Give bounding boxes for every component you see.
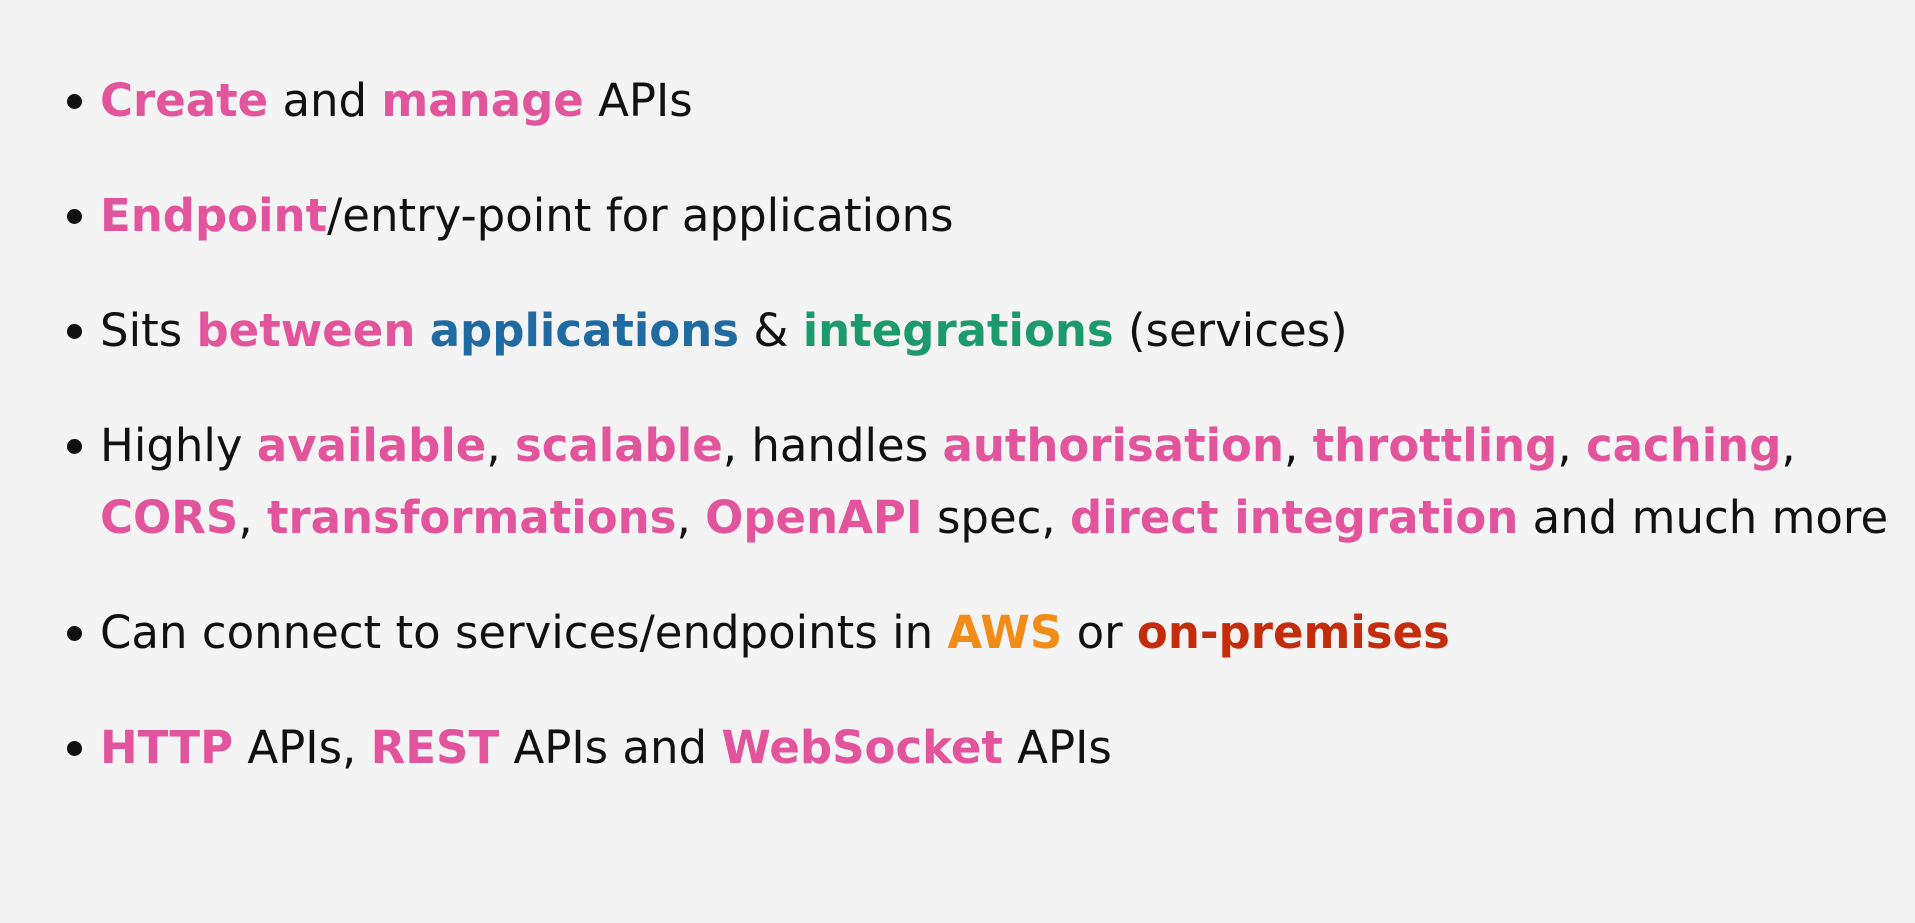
highlight-aws: AWS [947,606,1063,659]
bullet-text: spec, [922,491,1071,544]
bullet-text: and much more [1518,491,1889,544]
bullet-text: Highly [100,419,257,472]
highlight-endpoint: Endpoint [100,189,328,242]
highlight-create: Create [100,74,269,127]
highlight-websocket: WebSocket [721,721,1003,774]
bullet-connectivity: Can connect to services/endpoints in AWS… [64,597,1910,669]
bullet-text: , [486,419,515,472]
highlight-cors: CORS [100,491,239,544]
bullet-text: (services) [1113,304,1348,357]
bullet-text: & [739,304,803,357]
bullet-text: , handles [722,419,943,472]
bullet-text: APIs and [499,721,722,774]
bullet-text: , [238,491,267,544]
bullet-text [415,304,429,357]
highlight-transformations: transformations [266,491,677,544]
highlight-caching: caching [1585,419,1782,472]
highlight-applications: applications [429,304,740,357]
highlight-on-premises: on-premises [1136,606,1450,659]
bullet-text: APIs [583,74,693,127]
bullet-sits-between: Sits between applications & integrations… [64,295,1910,367]
bullet-text: , [1781,419,1796,472]
bullet-api-types: HTTP APIs, REST APIs and WebSocket APIs [64,712,1910,784]
bullet-create-manage: Create and manage APIs [64,65,1910,137]
bullet-text: and [268,74,382,127]
highlight-openapi: OpenAPI [705,491,923,544]
bullet-text: , [676,491,706,544]
bullet-text: or [1062,606,1137,659]
highlight-available: available [256,419,487,472]
highlight-authorisation: authorisation [942,419,1284,472]
bullet-text: Sits [100,304,197,357]
highlight-http: HTTP [100,721,234,774]
bullet-text: , [1283,419,1313,472]
highlight-between: between [196,304,416,357]
highlight-rest: REST [370,721,500,774]
bullet-endpoint: Endpoint/entry-point for applications [64,180,1910,252]
bullet-list: Create and manage APIs Endpoint/entry-po… [64,65,1915,784]
bullet-text: APIs, [233,721,371,774]
highlight-direct-integration: direct integration [1070,491,1519,544]
highlight-integrations: integrations [802,304,1114,357]
bullet-text: APIs [1002,721,1112,774]
highlight-manage: manage [381,74,584,127]
highlight-scalable: scalable [514,419,723,472]
bullet-features: Highly available, scalable, handles auth… [64,410,1910,554]
bullet-text: /entry-point for applications [327,189,954,242]
highlight-throttling: throttling [1312,419,1558,472]
bullet-text: Can connect to services/endpoints in [100,606,948,659]
bullet-text: , [1557,419,1586,472]
